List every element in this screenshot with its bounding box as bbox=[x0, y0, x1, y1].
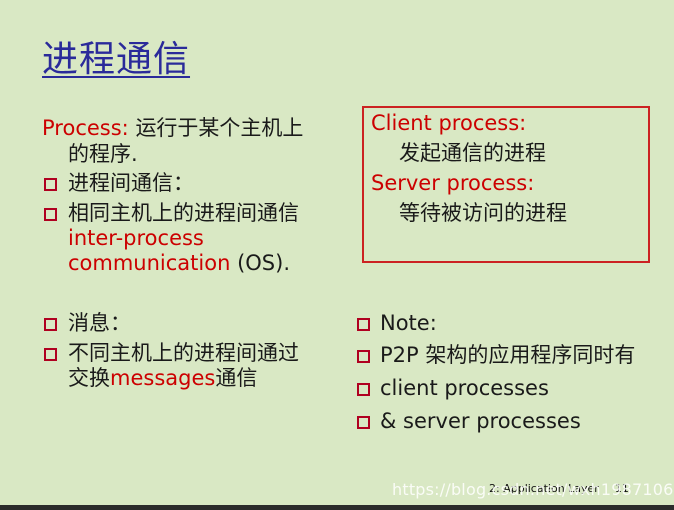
process-text-cont: 的程序. bbox=[68, 142, 138, 166]
chapter-label: 2: Application Layer bbox=[489, 482, 599, 495]
communication-line: communication (OS). bbox=[68, 250, 290, 276]
exchange-text: 交换 bbox=[68, 366, 110, 390]
bullet-diff-host: 不同主机上的进程间通过 bbox=[68, 341, 299, 365]
bullet-square-icon bbox=[357, 318, 370, 331]
bullet-square-icon bbox=[44, 348, 57, 361]
client-process-label: Client process: bbox=[371, 111, 527, 135]
watermark-url: https://blog.csdn.net/wxh1987106 bbox=[392, 480, 674, 499]
client-server-box: Client process: 发起通信的进程 Server process: … bbox=[362, 106, 650, 263]
bullet-square-icon bbox=[44, 208, 57, 221]
comm-text: 通信 bbox=[215, 366, 258, 390]
communication-term: communication bbox=[68, 251, 231, 275]
process-text: 运行于某个主机上 bbox=[135, 116, 304, 140]
bullet-square-icon bbox=[357, 416, 370, 429]
server-process-label: Server process: bbox=[371, 171, 535, 195]
server-processes-text: & server processes bbox=[380, 409, 581, 433]
page-title: 进程通信 bbox=[42, 39, 191, 80]
p2p-text: P2P 架构的应用程序同时有 bbox=[380, 343, 636, 367]
process-definition: Process: 运行于某个主机上 bbox=[42, 115, 303, 141]
bullet-square-icon bbox=[357, 350, 370, 363]
client-processes-text: client processes bbox=[380, 376, 549, 400]
bullet-square-icon bbox=[44, 318, 57, 331]
bullet-square-icon bbox=[357, 383, 370, 396]
bullet-same-host: 相同主机上的进程间通信 bbox=[68, 201, 299, 225]
bullet-messages: 消息： bbox=[68, 311, 131, 335]
page-number: 11 bbox=[614, 482, 629, 495]
server-process-text: 等待被访问的进程 bbox=[399, 201, 567, 225]
messages-term: messages bbox=[110, 366, 216, 390]
exchange-messages-line: 交换messages通信 bbox=[68, 365, 257, 391]
slide-footer: 2: Application Layer 11 bbox=[489, 482, 629, 495]
process-label: Process: bbox=[42, 116, 129, 140]
client-process-text: 发起通信的进程 bbox=[399, 141, 546, 165]
bullet-square-icon bbox=[44, 178, 57, 191]
note-label: Note: bbox=[380, 311, 437, 335]
bullet-ipc: 进程间通信： bbox=[68, 171, 194, 195]
os-term: (OS). bbox=[230, 251, 291, 275]
inter-process-term: inter-process bbox=[68, 226, 204, 250]
